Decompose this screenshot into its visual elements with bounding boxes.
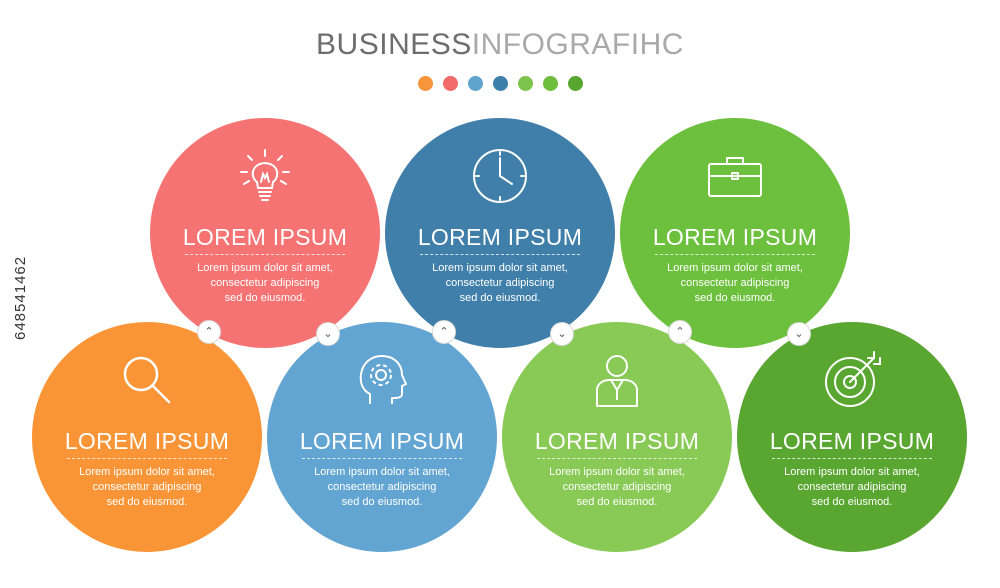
connector-chevron-icon: ⌃: [668, 320, 692, 344]
step-text-line: consectetur adipiscing: [445, 277, 555, 289]
step-text-line: consectetur adipiscing: [210, 277, 320, 289]
color-dot: [517, 76, 533, 91]
divider: [67, 458, 227, 459]
step-text-line: Lorem ipsum dolor sit amet,: [432, 262, 568, 274]
step-text-line: sed do eiusmod.: [224, 292, 306, 304]
connector-chevron-icon: ⌄: [787, 322, 811, 346]
step-text-line: sed do eiusmod.: [811, 496, 893, 508]
step-heading: LOREM IPSUM: [299, 428, 465, 454]
color-dots: [0, 76, 1000, 91]
step-text: Lorem ipsum dolor sit amet, consectetur …: [522, 465, 712, 510]
step-text: Lorem ipsum dolor sit amet, consectetur …: [757, 465, 947, 510]
head-gear-icon: [352, 350, 412, 410]
color-dot: [567, 76, 583, 91]
step-text-line: consectetur adipiscing: [327, 481, 437, 493]
step-heading: LOREM IPSUM: [534, 428, 700, 454]
connector-chevron-icon: ⌄: [550, 322, 574, 346]
clock-icon: [470, 146, 530, 206]
connector-chevron-icon: ⌃: [197, 320, 221, 344]
connector-chevron-icon: ⌄: [316, 322, 340, 346]
step-circle-5: LOREM IPSUM Lorem ipsum dolor sit amet, …: [267, 322, 497, 552]
step-text-line: consectetur adipiscing: [680, 277, 790, 289]
step-text-line: Lorem ipsum dolor sit amet,: [197, 262, 333, 274]
step-text-line: sed do eiusmod.: [576, 496, 658, 508]
divider: [772, 458, 932, 459]
color-dot: [417, 76, 433, 91]
step-text-line: sed do eiusmod.: [106, 496, 188, 508]
color-dot: [492, 76, 508, 91]
step-text-line: sed do eiusmod.: [459, 292, 541, 304]
step-text-line: Lorem ipsum dolor sit amet,: [79, 466, 215, 478]
divider: [420, 254, 580, 255]
step-circle-4: LOREM IPSUM Lorem ipsum dolor sit amet, …: [32, 322, 262, 552]
step-text: Lorem ipsum dolor sit amet, consectetur …: [52, 465, 242, 510]
step-heading: LOREM IPSUM: [64, 428, 230, 454]
step-text: Lorem ipsum dolor sit amet, consectetur …: [287, 465, 477, 510]
step-heading: LOREM IPSUM: [769, 428, 935, 454]
page-title: BUSINESSINFOGRAFIHC: [0, 28, 1000, 62]
divider: [302, 458, 462, 459]
step-text-line: sed do eiusmod.: [694, 292, 776, 304]
magnifier-icon: [117, 350, 177, 410]
color-dot: [542, 76, 558, 91]
title-part-infographic: INFOGRAFIHC: [471, 28, 684, 61]
step-circle-7: LOREM IPSUM Lorem ipsum dolor sit amet, …: [737, 322, 967, 552]
step-text: Lorem ipsum dolor sit amet, consectetur …: [170, 261, 360, 306]
step-text-line: sed do eiusmod.: [341, 496, 423, 508]
step-heading: LOREM IPSUM: [182, 224, 348, 250]
step-text-line: Lorem ipsum dolor sit amet,: [549, 466, 685, 478]
divider: [537, 458, 697, 459]
divider: [185, 254, 345, 255]
step-text: Lorem ipsum dolor sit amet, consectetur …: [405, 261, 595, 306]
step-circle-3: LOREM IPSUM Lorem ipsum dolor sit amet, …: [620, 118, 850, 348]
businessman-icon: [587, 350, 647, 410]
step-circle-2: LOREM IPSUM Lorem ipsum dolor sit amet, …: [385, 118, 615, 348]
briefcase-icon: [705, 146, 765, 206]
title-part-business: BUSINESS: [316, 28, 472, 61]
step-text-line: Lorem ipsum dolor sit amet,: [314, 466, 450, 478]
step-text: Lorem ipsum dolor sit amet, consectetur …: [640, 261, 830, 306]
stock-id-watermark: 648541462: [12, 255, 29, 340]
step-circle-1: LOREM IPSUM Lorem ipsum dolor sit amet, …: [150, 118, 380, 348]
lightbulb-icon: [235, 146, 295, 206]
step-text-line: Lorem ipsum dolor sit amet,: [784, 466, 920, 478]
step-heading: LOREM IPSUM: [652, 224, 818, 250]
color-dot: [467, 76, 483, 91]
connector-chevron-icon: ⌃: [432, 320, 456, 344]
step-text-line: consectetur adipiscing: [92, 481, 202, 493]
divider: [655, 254, 815, 255]
step-text-line: consectetur adipiscing: [797, 481, 907, 493]
step-text-line: consectetur adipiscing: [562, 481, 672, 493]
step-heading: LOREM IPSUM: [417, 224, 583, 250]
target-icon: [822, 350, 882, 410]
step-circle-6: LOREM IPSUM Lorem ipsum dolor sit amet, …: [502, 322, 732, 552]
color-dot: [442, 76, 458, 91]
step-text-line: Lorem ipsum dolor sit amet,: [667, 262, 803, 274]
